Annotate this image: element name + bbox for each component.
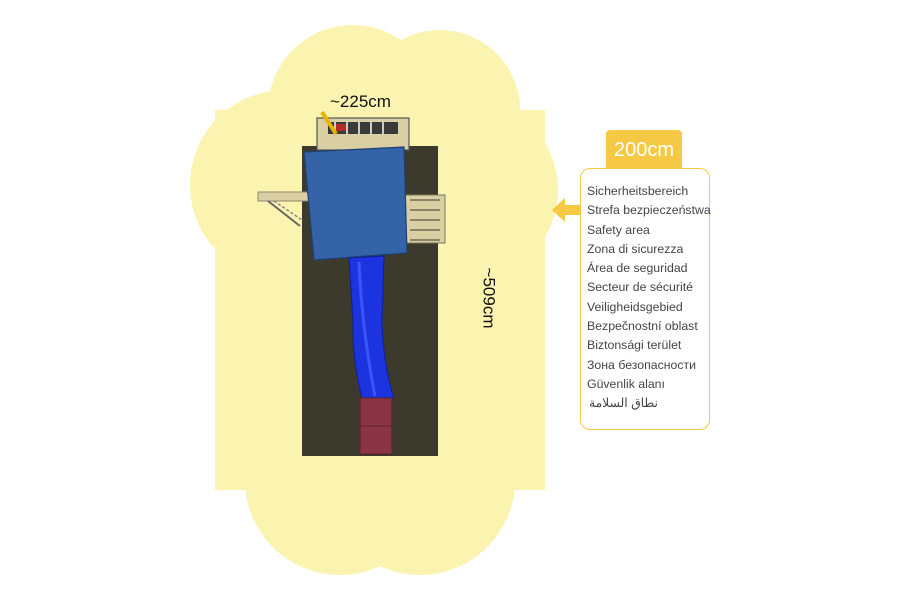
safety-area-legend: Sicherheitsbereich Strefa bezpieczeństwa…	[580, 168, 711, 430]
legend-label-hu: Biztonsági terület	[587, 338, 682, 353]
width-dimension-label: ~225cm	[330, 92, 391, 111]
legend-label-en: Safety area	[587, 222, 650, 237]
legend-label-ar: نطاق السلامة	[589, 396, 658, 411]
tower-roof	[303, 146, 408, 261]
legend-label-pl: Strefa bezpieczeństwa	[587, 203, 711, 218]
safety-distance-badge: 200cm	[606, 130, 682, 168]
legend-label-it: Zona di sicurezza	[587, 241, 684, 256]
legend-label-fr: Secteur de sécurité	[587, 280, 693, 295]
legend-label-cs: Bezpečnostní oblast	[587, 319, 698, 334]
legend-label-tr: Güvenlik alanı	[587, 376, 665, 391]
legend-label-es: Área de seguridad	[587, 261, 688, 276]
arrow-left-icon	[552, 198, 580, 222]
legend-label-de: Sicherheitsbereich	[587, 184, 689, 198]
legend-label-nl: Veiligheidsgebied	[587, 299, 683, 314]
legend-label-ru: Зона безопасности	[587, 357, 697, 372]
length-dimension-label: ~509cm	[479, 267, 499, 329]
ladder	[404, 194, 446, 244]
top-platform	[316, 110, 410, 151]
